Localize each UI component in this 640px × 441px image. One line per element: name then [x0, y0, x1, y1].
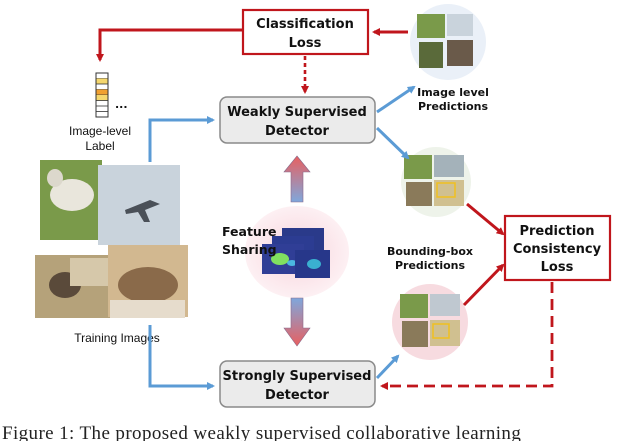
feature-sharing-line2: Sharing: [222, 242, 277, 257]
image-level-predictions: [410, 4, 486, 80]
consistency-loss-line3: Loss: [541, 260, 574, 275]
classification-loss-box: Classification Loss: [241, 8, 370, 56]
label-vector: [95, 72, 109, 118]
weak-detector-line1: Weakly Supervised: [227, 105, 367, 120]
weak-to-bbox-pred-arrow: [375, 126, 410, 160]
training-images: [35, 160, 188, 318]
images-to-weak-arrow: [148, 116, 215, 162]
consistency-loss-line2: Consistency: [513, 242, 602, 257]
feature-down-arrow: [283, 297, 311, 347]
strong-detector-line2: Detector: [265, 388, 329, 403]
strong-detector-line1: Strongly Supervised: [223, 369, 372, 384]
weak-detector-box: Weakly Supervised Detector: [219, 96, 376, 144]
image-level-label-line2: Label: [85, 139, 114, 153]
bbox-pred-line1: Bounding-box: [387, 245, 473, 258]
consistency-to-strong-arrow: [380, 282, 554, 390]
weak-pred-to-consistency-arrow: [466, 202, 505, 236]
weak-bbox-predictions: [401, 147, 471, 217]
image-level-pred-line1: Image level: [417, 86, 489, 99]
figure-caption: Figure 1: The proposed weakly supervised…: [2, 423, 521, 441]
weak-to-image-pred-arrow: [376, 85, 416, 114]
label-dots: ...: [115, 98, 128, 111]
feature-maps: [262, 228, 330, 278]
bbox-pred-line2: Predictions: [395, 259, 466, 272]
training-images-label: Training Images: [74, 331, 160, 345]
strong-pred-to-consistency-arrow: [462, 263, 505, 307]
image-level-label-line1: Image-level: [69, 124, 131, 138]
strong-bbox-predictions: [392, 284, 468, 360]
strong-to-bbox-pred-arrow: [375, 354, 400, 380]
weak-detector-line2: Detector: [265, 124, 329, 139]
images-to-strong-arrow: [148, 325, 215, 390]
strong-detector-box: Strongly Supervised Detector: [219, 360, 376, 408]
classification-loss-line2: Loss: [289, 36, 322, 51]
feature-sharing-line1: Feature: [222, 224, 276, 239]
consistency-loss-box: Prediction Consistency Loss: [503, 214, 612, 282]
consistency-loss-line1: Prediction: [519, 224, 594, 239]
feature-up-arrow: [283, 155, 311, 203]
loss-to-label-arrow: [96, 28, 243, 62]
classification-loss-line1: Classification: [256, 17, 354, 32]
image-level-pred-line2: Predictions: [418, 100, 489, 113]
